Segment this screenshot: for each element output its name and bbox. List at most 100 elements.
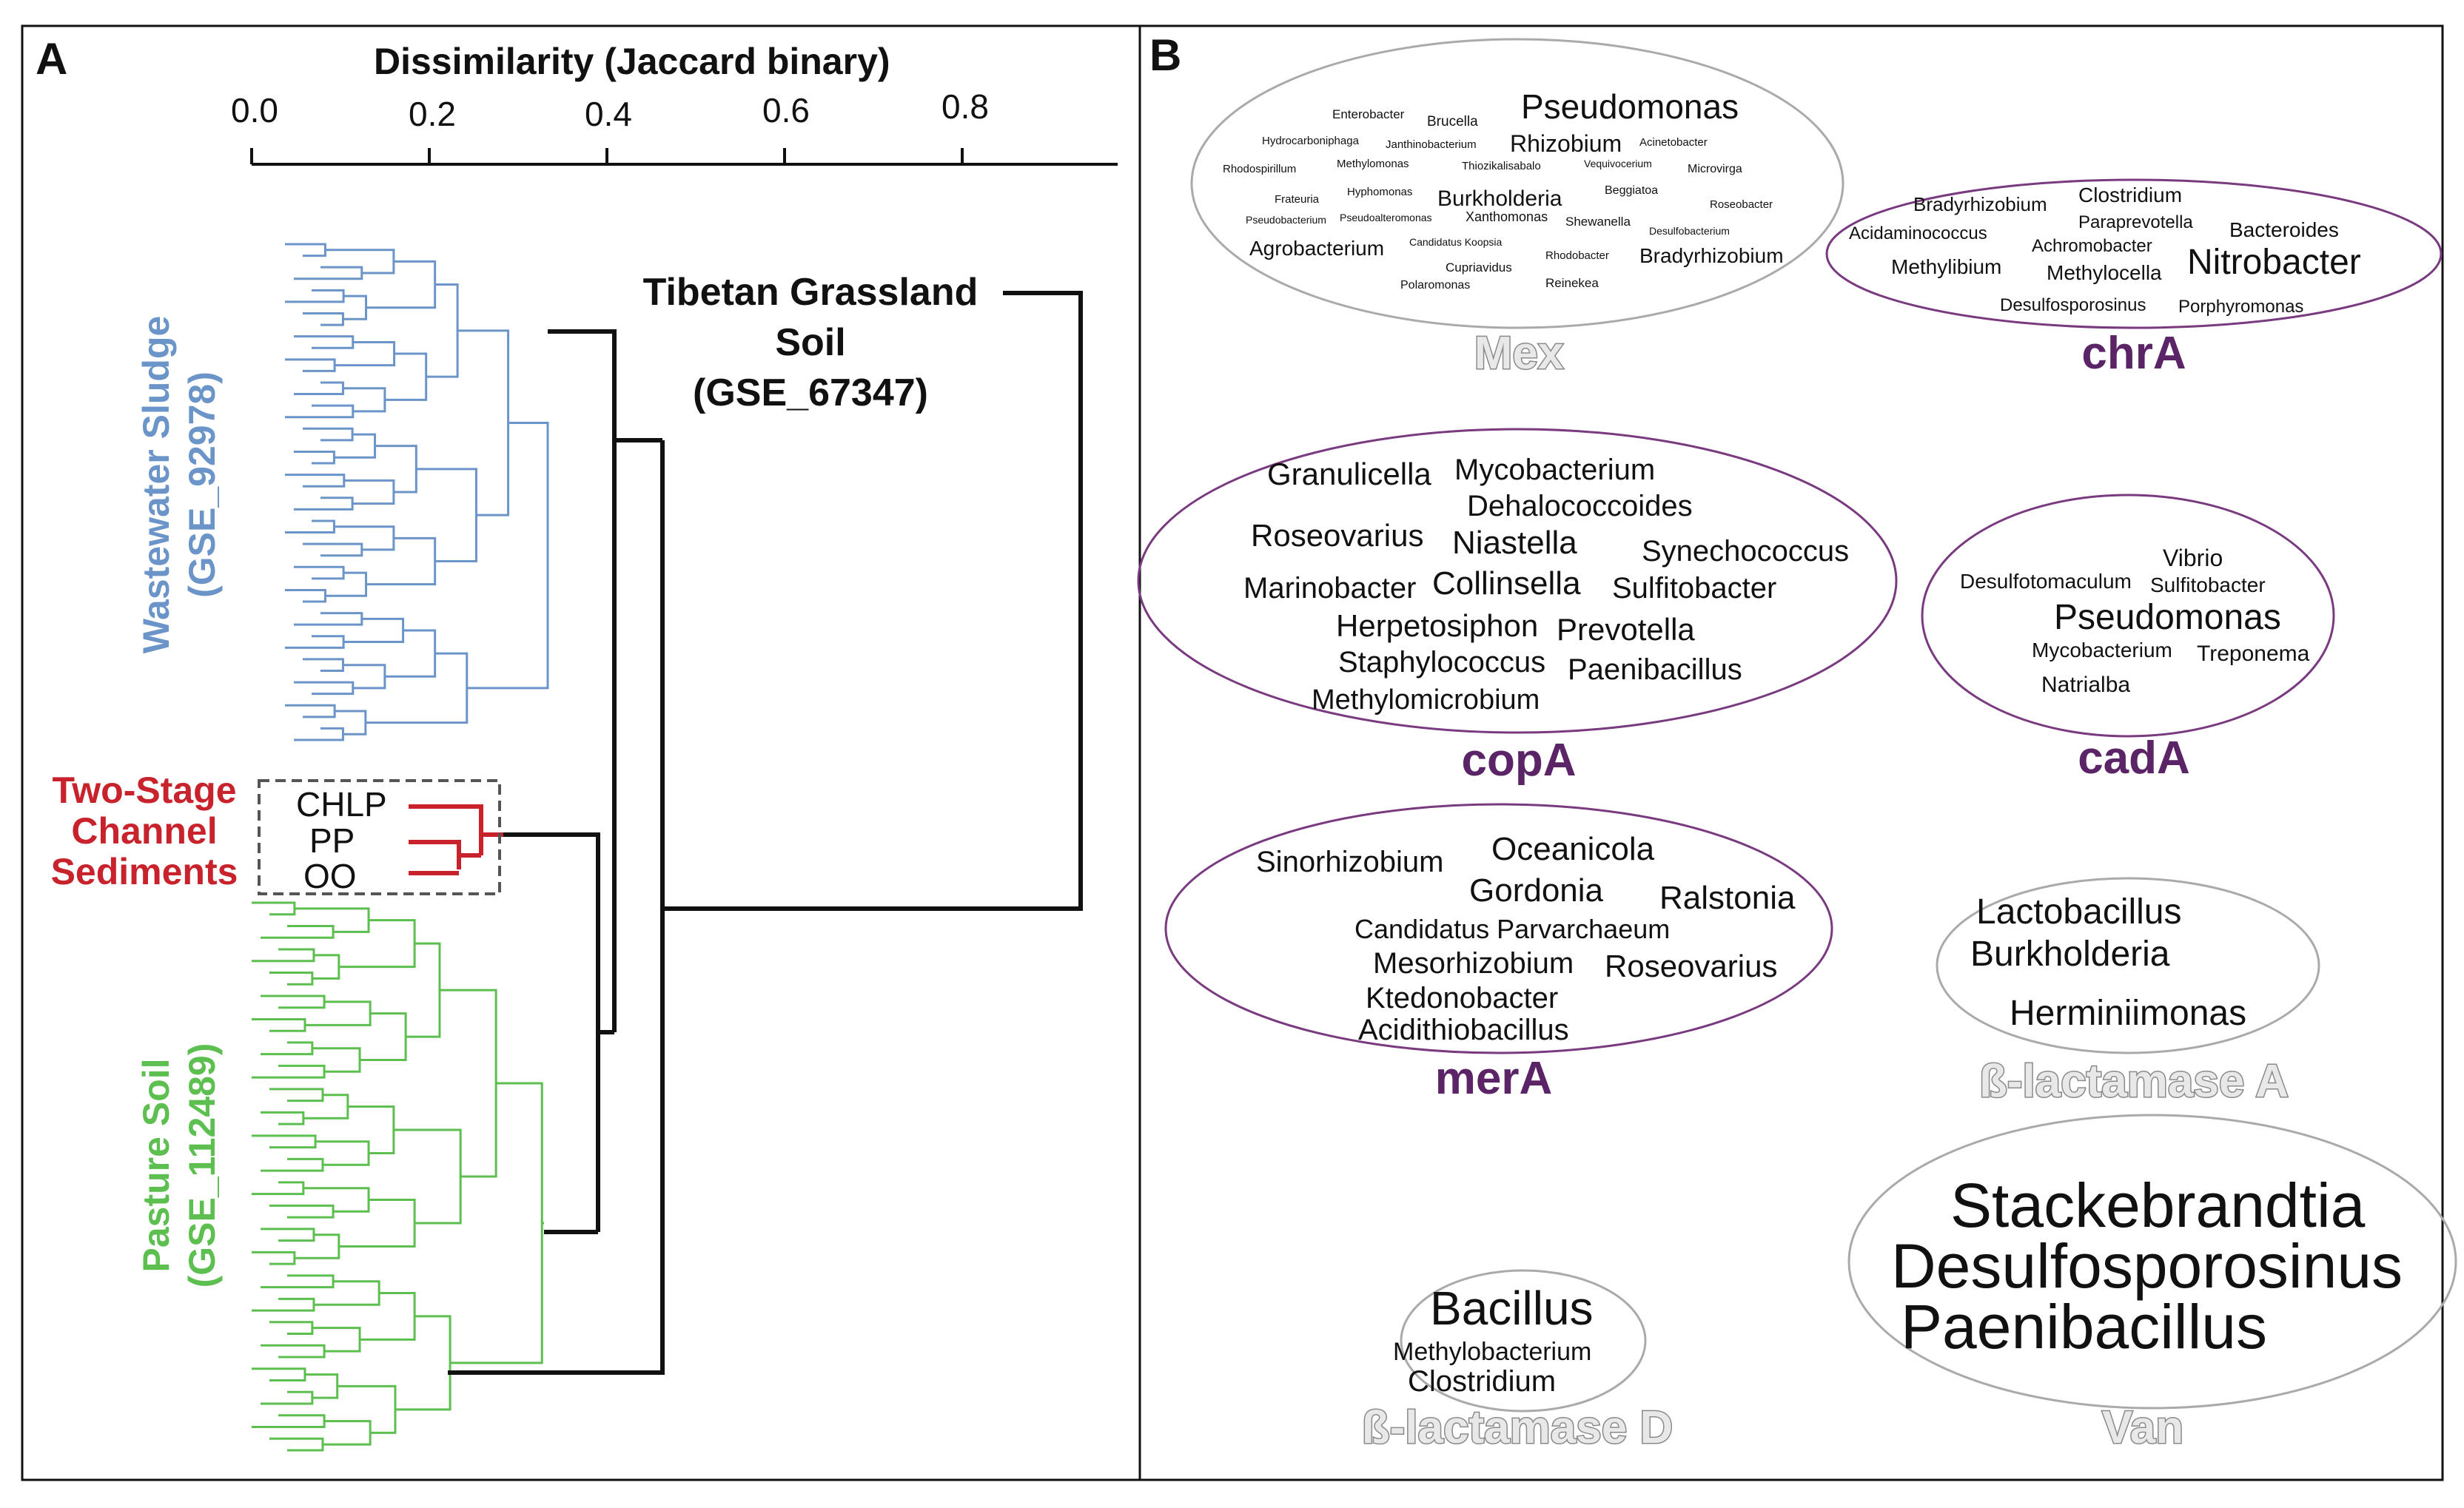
dendrogram-leaf-branch — [393, 1128, 462, 1225]
cloud-copa-ellipse — [1137, 428, 1898, 734]
dendrogram-leaf-branch — [285, 519, 335, 534]
dendrogram-leaf-branch — [294, 381, 344, 396]
dendrogram-leaf-branch — [343, 664, 386, 690]
genus-word: Porphyromonas — [2178, 297, 2303, 317]
branch-tibetan-root — [662, 291, 1083, 911]
dendrogram-leaf-branch — [450, 1082, 543, 1364]
dendrogram-leaf-branch — [416, 468, 477, 562]
genus-word: Acidithiobacillus — [1358, 1014, 1569, 1046]
dendrogram-leaf-branch — [261, 1390, 314, 1405]
genus-word: Clostridium — [1408, 1365, 1556, 1398]
genus-word: Rhodobacter — [1545, 249, 1609, 262]
group-label-two-stage: Two-Stage — [52, 770, 236, 811]
genus-word: Xanthomonas — [1466, 209, 1548, 224]
genus-word: Cupriavidus — [1446, 260, 1512, 275]
group-label-wastewater-id: (GSE_92978) — [181, 371, 223, 598]
genus-word: Achromobacter — [2032, 236, 2152, 256]
genus-word: Vequivocerium — [1584, 158, 1652, 169]
gene-label-cada: cadA — [2078, 733, 2190, 784]
branch-lower — [448, 440, 665, 1375]
dendrogram-leaf-branch — [294, 266, 363, 280]
dendrogram-leaf-branch — [457, 329, 510, 516]
cloud-mera: merA Oceanicola Sinorhizobium Gordonia R… — [1164, 803, 1833, 1104]
dendrogram-leaf-branch — [285, 588, 326, 603]
dendrogram-leaf-branch — [335, 340, 396, 367]
dendrogram-leaf-branch — [294, 612, 363, 626]
cloud-chra-ellipse — [1825, 178, 2443, 329]
group-label-wastewater: Wastewater Sludge — [135, 316, 177, 654]
wastewater-sludge-leaves — [285, 243, 549, 741]
genus-word: Marinobacter — [1243, 572, 1416, 605]
genus-word: Beggiatoa — [1605, 184, 1658, 197]
genus-word: Oceanicola — [1491, 831, 1655, 867]
dendrogram-leaf-branch — [261, 1344, 326, 1359]
gene-label-van: Van — [2102, 1402, 2183, 1453]
genus-word: Natrialba — [2041, 673, 2130, 697]
genus-word: Synechococcus — [1642, 535, 1849, 568]
gene-label-mera: merA — [1435, 1053, 1553, 1104]
dendrogram-leaf-branch — [304, 1373, 339, 1399]
genus-word: Shewanella — [1565, 215, 1631, 229]
dendrogram-leaf-branch — [294, 727, 344, 741]
genus-word: Brucella — [1427, 114, 1478, 129]
cloud-van: Van Stackebrandtia Desulfosporosinus Pae… — [1847, 1114, 2457, 1455]
cloud-mera-ellipse — [1164, 803, 1833, 1054]
dendrogram-leaf-branch — [261, 1228, 315, 1242]
dendrogram-leaf-branch — [303, 542, 363, 557]
genus-word: Methylobacterium — [1393, 1338, 1591, 1366]
dendrogram-leaf-branch — [261, 994, 326, 1009]
dendrogram-leaf-branch — [269, 1321, 314, 1336]
gene-label-copa: copA — [1462, 735, 1577, 786]
dendrogram-leaf-branch — [375, 445, 417, 494]
cloud-beta-lactamase-d-ellipse — [1400, 1269, 1647, 1413]
genus-word: Desulfotomaculum — [1960, 570, 2132, 593]
genus-word: Treponema — [2197, 642, 2310, 666]
dendrogram-leaf-branch — [285, 704, 336, 718]
dendrogram-leaf-branch — [294, 450, 335, 465]
panel-a: A Dissimilarity (Jaccard binary) 0.0 0.2… — [36, 34, 1118, 1452]
gene-label-beta-lactamase-a: ß-lactamase A — [1979, 1056, 2289, 1107]
dendrogram-leaf-branch — [294, 907, 370, 933]
tick-label-2: 0.4 — [585, 95, 632, 133]
genus-word: Burkholderia — [1437, 186, 1562, 211]
dendrogram-leaf-branch — [285, 289, 345, 303]
dendrogram-leaf-branch — [261, 924, 335, 939]
gene-label-mex: Mex — [1474, 328, 1564, 379]
dendrogram-leaf-branch — [312, 954, 340, 980]
genus-word: Herminiimonas — [2010, 994, 2246, 1033]
dendrogram-leaf-branch — [366, 536, 437, 586]
tick-label-3: 0.6 — [762, 91, 810, 129]
dendrogram-leaf-branch — [312, 1327, 361, 1353]
genus-word: Pseudobacterium — [1246, 214, 1326, 226]
genus-word: Collinsella — [1432, 565, 1581, 602]
genus-word: Stackebrandtia — [1950, 1171, 2366, 1240]
dendrogram-leaf-branch — [285, 243, 326, 257]
genus-word: Prevotella — [1557, 612, 1695, 647]
cloud-copa: copA Granulicella Mycobacterium Dehaloco… — [1137, 428, 1898, 786]
cloud-cada-ellipse — [1921, 494, 2335, 738]
dendrogram-leaf-branch — [325, 571, 368, 597]
cloud-cada: cadA Vibrio Desulfotomaculum Sulfitobact… — [1921, 494, 2335, 784]
dendrogram-backbone — [448, 291, 1083, 1375]
genus-word: Vibrio — [2163, 545, 2223, 571]
sediment-box — [258, 779, 501, 895]
genus-word: Gordonia — [1469, 872, 1604, 909]
genus-word: Methylomicrobium — [1312, 684, 1540, 716]
dendrogram-leaf-branch — [343, 294, 368, 320]
cloud-mex-ellipse — [1190, 38, 1844, 329]
axis-title: Dissimilarity (Jaccard binary) — [374, 41, 890, 82]
genus-word: Burkholderia — [1970, 935, 2170, 974]
dendrogram-leaf-branch — [261, 1111, 305, 1125]
dendrogram-leaf-branch — [303, 1187, 370, 1213]
genus-word: Paraprevotella — [2078, 212, 2193, 232]
dendrogram-leaf-branch — [269, 1088, 324, 1103]
dendrogram-leaf-branch — [303, 658, 344, 673]
genus-word: Desulfosporosinus — [2000, 295, 2146, 315]
genus-word: Pseudomonas — [2054, 598, 2281, 637]
genus-word: Acinetobacter — [1639, 136, 1708, 149]
dendrogram-leaf-branch — [252, 1297, 315, 1312]
genus-word: Frateuria — [1275, 193, 1320, 206]
genus-word: Hyphomonas — [1347, 186, 1412, 198]
genus-word: Mycobacterium — [2032, 639, 2172, 662]
branch-pp — [409, 840, 461, 869]
